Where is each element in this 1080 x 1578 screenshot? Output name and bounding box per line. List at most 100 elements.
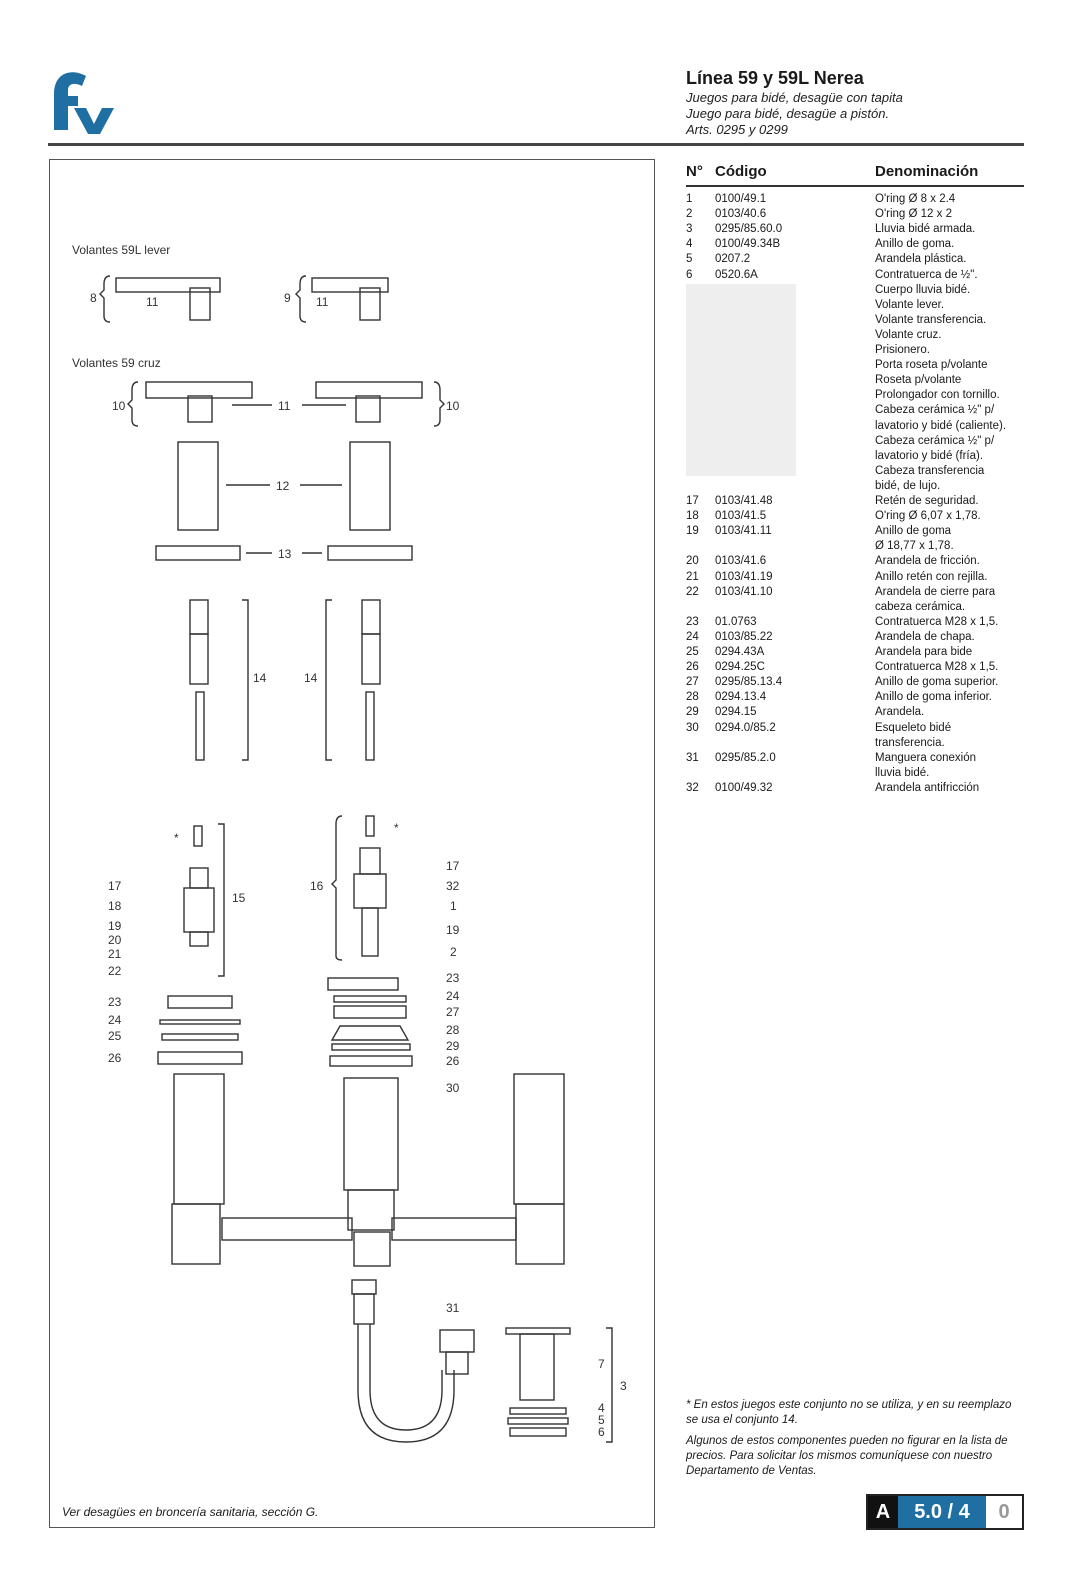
note-asterisk: * En estos juegos este conjunto no se ut… xyxy=(686,1399,1012,1426)
callout-13: 13 xyxy=(278,547,292,561)
callout-7: 7 xyxy=(598,1357,605,1371)
row-number: 23 xyxy=(686,615,699,628)
row-code: 0103/41.48 xyxy=(715,495,773,507)
label-volantes-59l: Volantes 59L lever xyxy=(72,243,170,257)
callout-20: 20 xyxy=(108,933,122,947)
row-code: 0295/85.2.0 xyxy=(715,751,776,764)
callout-12: 12 xyxy=(276,479,290,493)
row-code: 0103/41.19 xyxy=(715,570,773,583)
row-description: Retén de seguridad. xyxy=(875,495,979,507)
row-number: 28 xyxy=(686,691,699,704)
row-description: Arandela de chapa. xyxy=(875,630,975,643)
row-description: O'ring Ø 8 x 2.4 xyxy=(875,193,956,205)
row-description: Anillo de goma. xyxy=(875,238,955,251)
page-indicator: A 5.0 / 4 0 xyxy=(866,1494,1024,1530)
row-code: 0103/85.22 xyxy=(715,630,773,643)
row-description: Porta roseta p/volante xyxy=(875,359,988,372)
row-description: O'ring Ø 12 x 2 xyxy=(875,208,952,221)
row-description: Volante lever. xyxy=(875,298,945,311)
page-number: 5.0 / 4 xyxy=(898,1496,986,1528)
callout-2: 2 xyxy=(450,945,457,959)
header-rule xyxy=(48,143,1024,146)
callout-26: 26 xyxy=(108,1051,122,1065)
table-header-name: Denominación xyxy=(875,163,979,180)
exploded-diagram: Volantes 59L lever Volantes 59 cruz 8 11… xyxy=(72,243,627,1443)
callout-11: 11 xyxy=(316,295,329,309)
row-description: Anillo de goma superior. xyxy=(875,676,999,689)
callout-asterisk: * xyxy=(174,831,179,845)
row-code: 0207.2 xyxy=(715,253,751,266)
section-letter: A xyxy=(868,1496,898,1528)
callout-23: 23 xyxy=(446,971,460,985)
row-number: 22 xyxy=(686,585,699,598)
row-number: 27 xyxy=(686,676,699,689)
row-number: 26 xyxy=(686,661,699,674)
callout-30: 30 xyxy=(446,1081,460,1095)
callout-29: 29 xyxy=(446,1039,460,1053)
callout-24: 24 xyxy=(446,989,460,1003)
footer-note: Ver desagües en broncería sanitaria, sec… xyxy=(62,1505,319,1519)
row-description: Ø 18,77 x 1,78. xyxy=(875,540,954,553)
row-code: 0295/85.13.4 xyxy=(715,676,783,689)
row-number: 31 xyxy=(686,751,699,764)
row-number: 21 xyxy=(686,570,699,583)
row-description: Arandela plástica. xyxy=(875,253,967,266)
row-description: bidé, de lujo. xyxy=(875,479,941,492)
row-description: lluvia bidé. xyxy=(875,766,930,779)
row-number: 4 xyxy=(686,238,693,251)
row-description: Cuerpo lluvia bidé. xyxy=(875,283,971,296)
row-code: 0294.43A xyxy=(715,646,765,658)
row-description: Roseta p/volante xyxy=(875,374,962,387)
exploded-diagram-frame: Volantes 59L lever Volantes 59 cruz 8 11… xyxy=(49,159,655,1528)
table-header-code: Código xyxy=(715,163,767,180)
callout-19: 19 xyxy=(446,923,460,937)
row-code: 0100/49.34B xyxy=(715,238,781,251)
row-description: Arandela de fricción. xyxy=(875,555,980,568)
row-description: Lluvia bidé armada. xyxy=(875,223,976,236)
callout-14: 14 xyxy=(253,671,267,685)
row-code: 01.0763 xyxy=(715,615,757,628)
table-header-rule xyxy=(686,185,1024,187)
row-code: 0294.13.4 xyxy=(715,691,767,704)
row-code: 0100/49.1 xyxy=(715,193,767,205)
row-description: Prolongador con tornillo. xyxy=(875,389,1000,402)
row-number: 20 xyxy=(686,555,699,568)
callout-19: 19 xyxy=(108,919,122,933)
row-code: 0103/40.6 xyxy=(715,208,767,221)
row-description: Manguera conexión xyxy=(875,751,977,764)
page-title: Línea 59 y 59L Nerea xyxy=(686,68,864,88)
row-code: 0294.0/85.2 xyxy=(715,721,776,734)
label-volantes-59: Volantes 59 cruz xyxy=(72,356,161,370)
callout-27: 27 xyxy=(446,1005,460,1019)
row-description: Arandela para bide xyxy=(875,646,973,658)
callout-18: 18 xyxy=(108,899,122,913)
fv-logo xyxy=(54,72,114,134)
redacted-area xyxy=(686,284,796,476)
callout-15: 15 xyxy=(232,891,246,905)
callout-26: 26 xyxy=(446,1054,460,1068)
row-number: 32 xyxy=(686,781,699,794)
row-number: 3 xyxy=(686,223,693,236)
callout-8: 8 xyxy=(90,291,97,305)
callout-28: 28 xyxy=(446,1023,460,1037)
callout-17: 17 xyxy=(108,879,122,893)
row-code: 0295/85.60.0 xyxy=(715,223,783,236)
row-description: Arandela. xyxy=(875,706,925,719)
row-code: 0103/41.10 xyxy=(715,585,773,598)
subtitle-line-3: Arts. 0295 y 0299 xyxy=(686,122,788,137)
row-code: 0520.6A xyxy=(715,268,758,281)
row-description: Anillo retén con rejilla. xyxy=(875,570,988,583)
row-number: 6 xyxy=(686,268,693,281)
row-description: Arandela antifricción xyxy=(875,781,980,794)
row-description: Contratuerca M28 x 1,5. xyxy=(875,615,999,628)
row-code: 0100/49.32 xyxy=(715,781,773,794)
row-description: Volante transferencia. xyxy=(875,313,987,326)
callout-23: 23 xyxy=(108,995,122,1009)
callout-32: 32 xyxy=(446,879,460,893)
callout-21: 21 xyxy=(108,947,122,961)
row-description: transferencia. xyxy=(875,736,945,749)
row-number: 30 xyxy=(686,721,699,734)
row-description: Volante cruz. xyxy=(875,328,942,341)
callout-9: 9 xyxy=(284,291,291,305)
row-description: Contratuerca de ½". xyxy=(875,268,978,281)
